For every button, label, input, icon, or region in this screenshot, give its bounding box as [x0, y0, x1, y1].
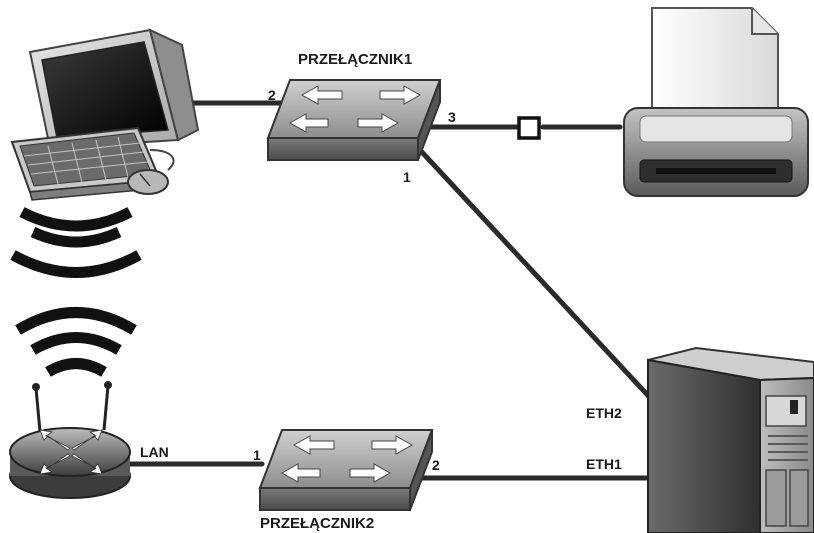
switch1-name: PRZEŁĄCZNIK1: [298, 51, 412, 68]
server-eth2-label: ETH2: [586, 405, 622, 421]
switch1-port-printer: 3: [448, 109, 456, 125]
wifi-signal-icon: [15, 307, 137, 377]
server-eth1-label: ETH1: [586, 456, 622, 472]
cable-switch1-server: [417, 147, 658, 406]
desktop-computer-icon: [10, 28, 200, 201]
switch2-name: PRZEŁĄCZNIK2: [260, 515, 374, 532]
router-lan-label: LAN: [140, 444, 169, 460]
switch1-port-pc: 2: [268, 87, 276, 103]
switch1-icon: [266, 79, 442, 161]
server-tower-icon: [647, 346, 814, 533]
cables: [127, 100, 658, 481]
switch2-port-router: 1: [253, 447, 261, 463]
connector-box-icon: [517, 116, 541, 140]
wifi-waves-icon: [10, 207, 142, 278]
switch2-icon: [258, 429, 434, 511]
wireless-router-icon: [9, 381, 131, 499]
printer-icon: [623, 7, 809, 197]
switch1-port-server: 1: [403, 169, 411, 185]
switch2-port-server: 2: [432, 457, 440, 473]
